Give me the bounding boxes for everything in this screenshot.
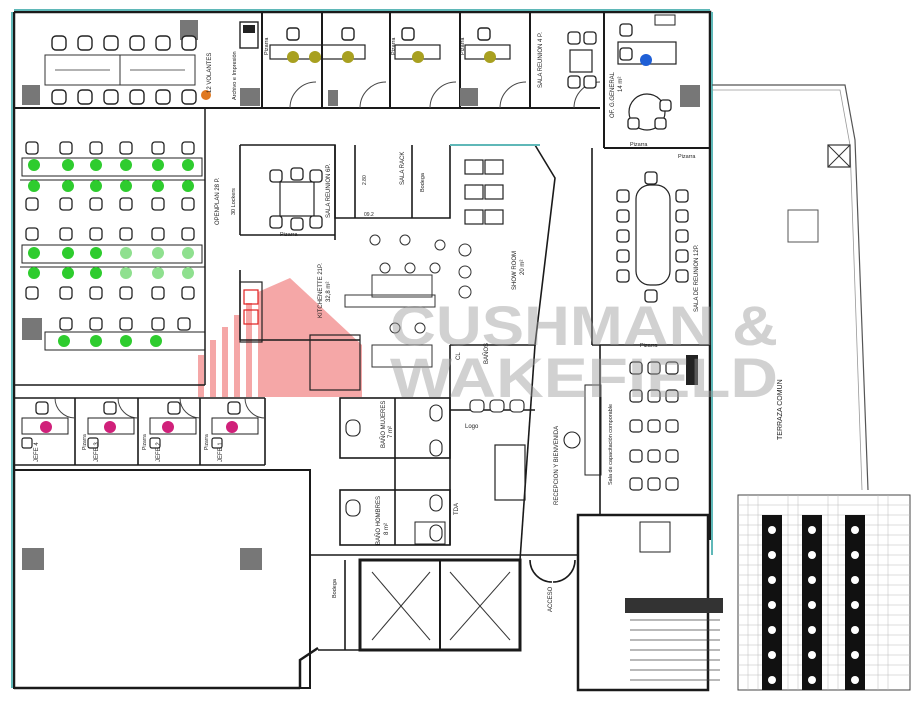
label-banos: BAÑOS bbox=[483, 343, 490, 364]
label-sala-reunion-6p: SALA REUNION 6P. bbox=[326, 163, 332, 218]
label-kitchenette-area: 32,8 m² bbox=[326, 282, 332, 302]
label-pizarra-9: Pizarra bbox=[142, 434, 148, 450]
label-volantes: 12 VOLANTES bbox=[207, 53, 213, 93]
label-archivo: Archivo e Impresión bbox=[232, 51, 238, 100]
label-sala-reunion-4p: SALA REUNION 4 P. bbox=[538, 32, 544, 88]
label-sala-reunion-12p: SALA DE REUNION 12P. bbox=[694, 244, 700, 312]
label-acceso: ACCESO bbox=[548, 586, 554, 612]
watermark-line-2: WAKEFIELD bbox=[390, 346, 778, 409]
label-tda: TDA bbox=[454, 503, 460, 515]
label-of-gerencia: OF. G.GENERAL bbox=[610, 71, 616, 118]
label-bodega-2: Bodega bbox=[332, 578, 338, 598]
sanitary-fixtures bbox=[345, 399, 525, 542]
printer-area bbox=[239, 21, 260, 106]
label-bano-mujeres-area: 7 m² bbox=[388, 426, 394, 438]
olive-workstations bbox=[269, 27, 511, 106]
label-bodega-1: Bodega bbox=[420, 172, 426, 192]
gm-office bbox=[617, 14, 700, 131]
label-bano-hombres-area: 8 m² bbox=[384, 523, 390, 535]
meeting-room-12p bbox=[591, 148, 710, 346]
orange-marker-icon bbox=[201, 90, 211, 100]
meeting-6p-table bbox=[269, 167, 323, 231]
label-of-gerencia-area: 14 m² bbox=[618, 77, 624, 92]
label-jefe-3: JEFE 3 bbox=[94, 442, 100, 462]
label-pizarra-4: Pizarra bbox=[630, 142, 648, 148]
label-pizarra-7: Pizarra bbox=[640, 343, 658, 349]
label-jefe-2: JEFE 2 bbox=[156, 442, 162, 462]
label-logo: Logo bbox=[465, 424, 479, 430]
label-pizarra-8: Pizarra bbox=[82, 434, 88, 450]
reception bbox=[494, 344, 581, 561]
label-cl: CL bbox=[456, 352, 462, 360]
lower-left-zone bbox=[13, 469, 311, 689]
show-room bbox=[450, 144, 556, 346]
label-bano-mujeres: BAÑO MUJERES bbox=[380, 401, 387, 448]
label-pizarra-3: Pizarra bbox=[460, 37, 466, 55]
label-sala-rack: SALA RACK bbox=[400, 152, 406, 185]
jefe-offices bbox=[14, 397, 266, 466]
label-terraza: TERRAZA COMUN bbox=[777, 379, 784, 440]
label-lockers: 30 Lockers bbox=[231, 188, 237, 215]
label-jefe-4: JEFE 4 bbox=[34, 442, 40, 462]
label-pizarra-6: Pizarra bbox=[280, 232, 298, 238]
label-pizarra-1: Pizarra bbox=[264, 37, 270, 55]
door-swings-top bbox=[289, 81, 601, 109]
label-sala-capacitacion: Sala de capacitación comporable bbox=[608, 404, 614, 485]
label-kitchenette: KITCHENETTE 21P. bbox=[318, 263, 324, 318]
openplan-boundary bbox=[14, 108, 206, 386]
top-partitions bbox=[14, 12, 710, 149]
label-dim-092: 09.2 bbox=[364, 212, 374, 218]
label-dim-280: 2.80 bbox=[362, 175, 368, 185]
label-bano-hombres: BAÑO HOMBRES bbox=[375, 496, 382, 545]
chairs-row-top bbox=[51, 35, 197, 105]
training-room bbox=[584, 345, 710, 516]
label-jefe-1: JEFE 1 bbox=[218, 442, 224, 462]
glass-facade bbox=[11, 9, 713, 688]
kitchenette bbox=[239, 234, 446, 391]
terrace bbox=[712, 84, 911, 691]
elevator-core bbox=[358, 521, 671, 652]
label-recepcion: RECEPCION Y BIENVENIDA bbox=[554, 426, 560, 505]
label-show-room: SHOW ROOM bbox=[512, 251, 518, 290]
brand-logo-mark bbox=[198, 278, 362, 397]
stairwell bbox=[576, 513, 723, 692]
watermark-line-1: CUSHMAN & bbox=[390, 294, 778, 357]
volantes-desk-area bbox=[22, 20, 198, 105]
label-pizarra-2: Pizarra bbox=[391, 37, 397, 55]
label-pizarra-10: Pizarra bbox=[204, 434, 210, 450]
corridor-walls bbox=[310, 554, 578, 651]
label-show-room-area: 20 m² bbox=[520, 260, 526, 275]
label-openplan: OPENPLAN 28 P. bbox=[215, 177, 221, 225]
label-pizarra-5: Pizarra bbox=[678, 154, 696, 160]
meeting-room-4p bbox=[567, 31, 597, 89]
openplan-desks bbox=[20, 141, 206, 351]
